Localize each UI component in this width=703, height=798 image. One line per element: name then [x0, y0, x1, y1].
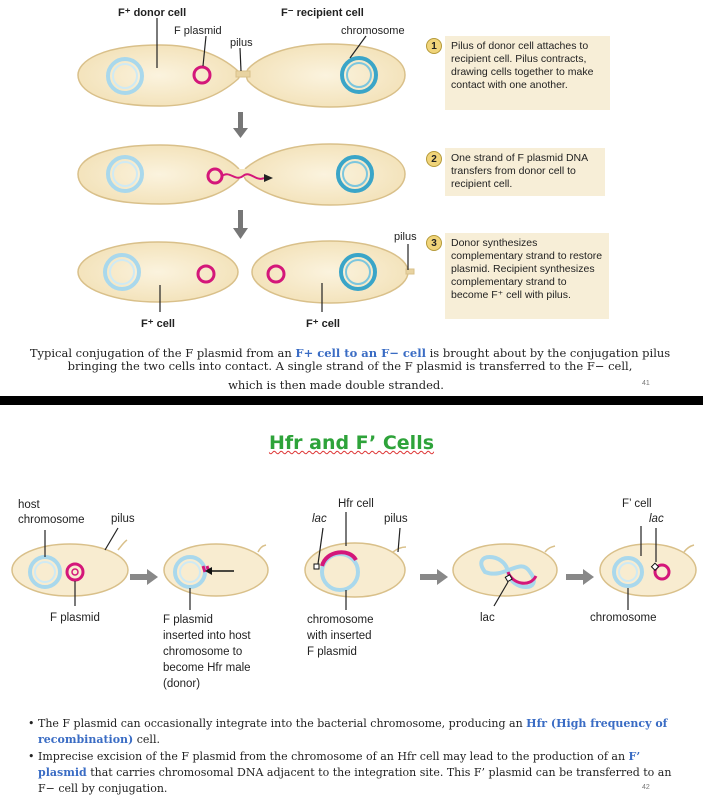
- step-box-1: Pilus of donor cell attaches to recipien…: [445, 36, 610, 110]
- fprime-cell-label: F’ cell: [622, 498, 652, 510]
- page-number-42: 42: [642, 784, 650, 791]
- host-chromosome-label: host chromosome: [18, 499, 85, 526]
- row2-cells: [77, 143, 406, 206]
- bullet-2-text-c: that carries chromosomal DNA adjacent to…: [38, 766, 672, 795]
- title-text: Hfr and F’ Cells: [268, 432, 435, 454]
- chromosome-inserted-label: chromosome with inserted F plasmid: [307, 614, 374, 658]
- caption-part1: Typical conjugation of the F plasmid fro…: [29, 346, 296, 360]
- hfr-diagram: [11, 512, 697, 610]
- cell-2: [163, 543, 269, 610]
- arrow-down-2: [233, 210, 248, 239]
- donor-chromosome-row1: [106, 57, 144, 95]
- donor-cell-row1: [77, 44, 241, 107]
- row1-cells: [77, 18, 406, 108]
- fplus-cell-label-right: F⁺ cell: [306, 318, 340, 330]
- cell-4: [452, 543, 558, 607]
- arrow-down-1: [233, 112, 248, 138]
- bullet-2: •Imprecise excision of the F plasmid fro…: [28, 750, 672, 795]
- pilus-label: pilus: [230, 37, 253, 49]
- bullet-2-highlight: F’ plasmid: [38, 750, 641, 779]
- bullet-1-text-a: The F plasmid can occasionally integrate…: [38, 717, 527, 730]
- caption-highlight: F+ cell to an F− cell: [295, 346, 426, 360]
- caption-part2: is brought about by the conjugation pilu…: [67, 346, 671, 373]
- cell-1: [11, 527, 129, 606]
- recipient-chromosome-row1: [340, 56, 378, 94]
- inserted-caption: F plasmid inserted into host chromosome …: [163, 614, 251, 690]
- arrow-right-2: [420, 569, 448, 585]
- bullet-1: •The F plasmid can occasionally integrat…: [28, 717, 668, 746]
- f-plasmid-label: F plasmid: [174, 25, 222, 37]
- arrow-right-3: [566, 569, 594, 585]
- step-text-3: Donor synthesizes complementary strand t…: [451, 237, 603, 301]
- pilus-label-2: pilus: [384, 513, 408, 525]
- lac-label-2: lac: [480, 612, 495, 624]
- page-number-41: 41: [642, 380, 650, 387]
- pilus-label-1: pilus: [111, 513, 135, 525]
- step-box-3: Donor synthesizes complementary strand t…: [445, 233, 609, 319]
- recipient-cell-label: F⁻ recipient cell: [281, 7, 364, 19]
- caption-line3: which is then made double stranded.: [228, 378, 444, 392]
- conjugation-diagram: [77, 18, 415, 312]
- lac-label-3: lac: [649, 513, 664, 525]
- f-plasmid-row1: [192, 65, 212, 85]
- bullet-2-text-a: Imprecise excision of the F plasmid from…: [38, 750, 629, 763]
- donor-cell-label: F⁺ donor cell: [118, 7, 187, 19]
- cell-3: [304, 512, 407, 610]
- figure-caption: Typical conjugation of the F plasmid fro…: [24, 347, 676, 373]
- step-number-3: 3: [426, 235, 442, 251]
- chromosome-label: chromosome: [341, 25, 405, 37]
- f-plasmid-label-2: F plasmid: [50, 612, 100, 624]
- bullet-1-highlight: Hfr (High frequency of recombination): [38, 717, 668, 746]
- fplus-cell-label-left: F⁺ cell: [141, 318, 175, 330]
- arrow-right-1: [130, 569, 158, 585]
- hfr-cell-label: Hfr cell: [338, 498, 374, 510]
- row3-cells: [77, 240, 415, 312]
- slide-title: Hfr and F’ Cells: [0, 432, 703, 454]
- recipient-cell-row1: [245, 43, 406, 108]
- step-number-1: 1: [426, 38, 442, 54]
- lac-label-1: lac: [312, 513, 327, 525]
- step-number-2: 2: [426, 151, 442, 167]
- pilus-label-right: pilus: [394, 231, 417, 243]
- step-box-2: One strand of F plasmid DNA transfers fr…: [445, 148, 605, 196]
- bullet-1-text-c: cell.: [133, 733, 160, 746]
- chromosome-label-2: chromosome: [590, 612, 657, 624]
- cell-5: [599, 526, 697, 610]
- slide-divider: [0, 396, 703, 405]
- step-text-1: Pilus of donor cell attaches to recipien…: [451, 40, 594, 91]
- step-text-2: One strand of F plasmid DNA transfers fr…: [451, 152, 588, 190]
